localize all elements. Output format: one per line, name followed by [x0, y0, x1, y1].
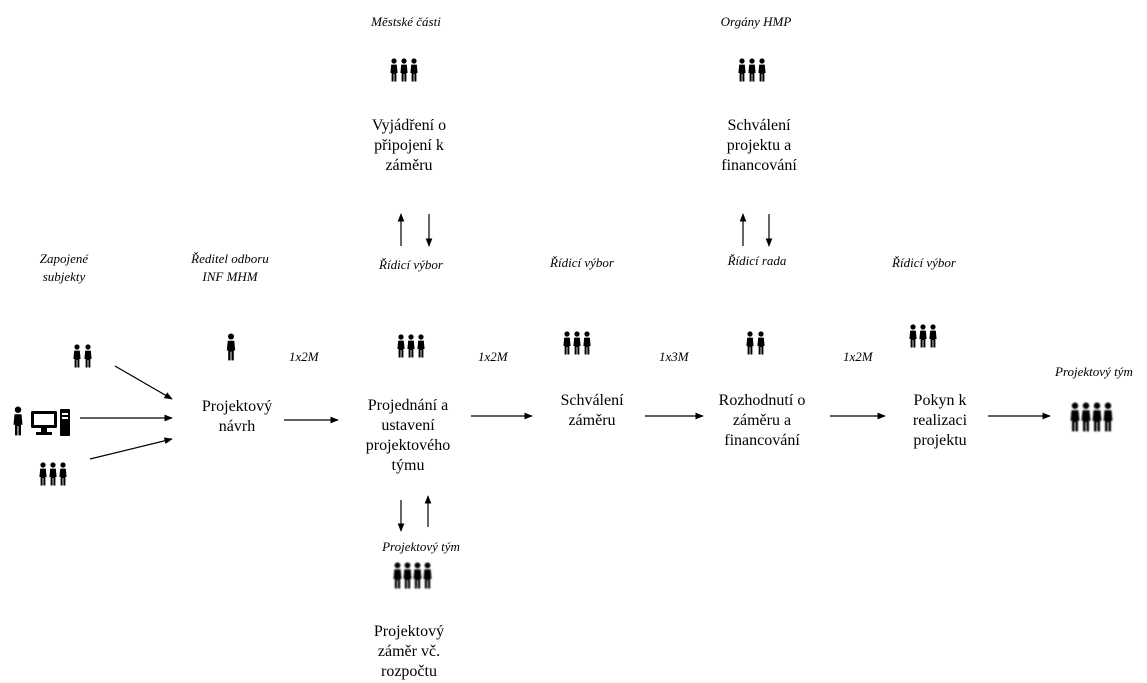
- box-line: Schválení: [560, 392, 624, 409]
- arrow-line: [89, 437, 173, 460]
- box-line: Rozhodnutí o: [718, 392, 806, 409]
- frequency-label: 1x2M: [843, 349, 873, 364]
- label-line: Zapojené: [39, 251, 89, 266]
- ridici-rada-label: Řídicí rada: [727, 253, 787, 268]
- box-line: Projektový: [373, 623, 445, 640]
- box-line: ustavení: [381, 417, 435, 434]
- box-line: financování: [724, 432, 800, 449]
- box-line: Projednání a: [367, 397, 449, 414]
- arrow-line: [114, 365, 173, 400]
- pokyn-box: Pokyn k realizaci projektu: [880, 391, 1000, 451]
- schvaleni-zameru-box: Schválení záměru: [532, 391, 652, 431]
- projednani-box: Projednání a ustavení projektového týmu: [345, 396, 471, 476]
- box-line: projektového: [365, 437, 451, 454]
- box-line: Schválení: [727, 117, 791, 134]
- ridici-vybor-label: Řídicí výbor: [550, 255, 614, 270]
- zapojene-subjekty-label: Zapojené subjekty: [14, 250, 114, 286]
- frequency-label: 1x3M: [659, 349, 689, 364]
- ridici-vybor-label: Řídicí výbor: [892, 255, 956, 270]
- box-line: Pokyn k: [913, 392, 967, 409]
- box-line: záměru: [385, 157, 433, 174]
- box-line: záměru: [568, 412, 616, 429]
- organy-hmp-label: Orgány HMP: [720, 14, 792, 29]
- box-line: připojení k: [374, 137, 444, 154]
- label-line: subjekty: [42, 269, 86, 284]
- rozhodnuti-box: Rozhodnutí o záměru a financování: [702, 391, 822, 451]
- frequency-label: 1x2M: [289, 349, 319, 364]
- box-line: týmu: [391, 457, 425, 474]
- mestske-casti-label: Městské části: [371, 14, 441, 29]
- box-line: Projektový: [201, 398, 273, 415]
- reditel-odboru-label: Ředitel odboru INF MHM: [165, 250, 295, 286]
- box-line: rozpočtu: [381, 663, 437, 680]
- box-line: projektu: [913, 432, 967, 449]
- label-line: Ředitel odboru: [191, 251, 269, 266]
- box-line: realizaci: [912, 412, 968, 429]
- box-line: financování: [721, 157, 797, 174]
- box-line: záměr vč.: [377, 643, 441, 660]
- frequency-label: 1x2M: [478, 349, 508, 364]
- box-line: Vyjádření o: [371, 117, 447, 134]
- box-line: projektu a: [726, 137, 792, 154]
- label-line: INF MHM: [202, 269, 258, 284]
- box-line: záměru a: [732, 412, 792, 429]
- projektovy-navrh-box: Projektový návrh: [177, 397, 297, 437]
- vyjadreni-box: Vyjádření o připojení k záměru: [346, 116, 472, 176]
- projektovy-zamer-box: Projektový záměr vč. rozpočtu: [346, 622, 472, 682]
- projektovy-tym-label: Projektový tým: [1055, 364, 1133, 379]
- box-line: návrh: [218, 418, 256, 435]
- ridici-vybor-label: Řídicí výbor: [379, 257, 443, 272]
- schvaleni-projektu-box: Schválení projektu a financování: [696, 116, 822, 176]
- computer-icon: [31, 409, 70, 436]
- projektovy-tym-label: Projektový tým: [382, 539, 460, 554]
